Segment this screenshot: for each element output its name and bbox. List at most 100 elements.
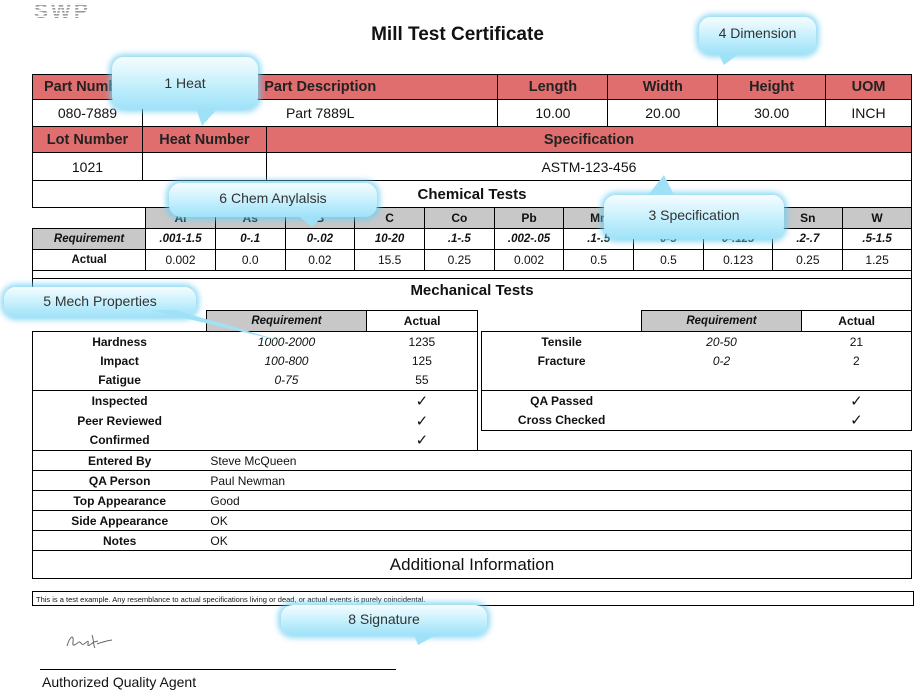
fatigue-requirement: 0-75 xyxy=(206,370,367,391)
requirement-c: 10-20 xyxy=(354,228,425,250)
specification-value: ASTM-123-456 xyxy=(265,152,913,181)
side-appearance-label: Side Appearance xyxy=(32,510,207,531)
mech-right-requirement-header: Requirement xyxy=(640,310,803,332)
signature-label: Authorized Quality Agent xyxy=(42,674,197,690)
callout-mech-tail xyxy=(150,310,290,350)
border-line xyxy=(911,302,912,310)
top-appearance-label: Top Appearance xyxy=(32,490,207,511)
callout-specification: 3 Specification xyxy=(604,195,784,239)
actual-co: 0.25 xyxy=(423,249,495,271)
notes-label: Notes xyxy=(32,530,207,551)
qa-person-label: QA Person xyxy=(32,470,207,491)
fatigue-actual: 55 xyxy=(366,370,478,391)
mechanical-tests-title: Mechanical Tests xyxy=(410,282,534,299)
callout-dimension: 4 Dimension xyxy=(699,17,816,54)
additional-information: Additional Information xyxy=(32,550,912,579)
fracture-actual: 2 xyxy=(801,351,912,371)
callout-dimension-text: 4 Dimension xyxy=(718,25,797,41)
tensile-requirement: 20-50 xyxy=(641,331,802,352)
peer-reviewed-label: Peer Reviewed xyxy=(32,410,207,431)
blank-cell xyxy=(206,430,367,451)
callout-spec-tail xyxy=(646,173,676,202)
callout-heat: 1 Heat xyxy=(112,57,258,109)
entered-by-value: Steve McQueen xyxy=(206,450,913,471)
top-appearance-value: Good xyxy=(206,490,913,511)
blank-cell xyxy=(481,310,642,332)
notes-value: OK xyxy=(206,530,913,551)
requirement-al: .001-1.5 xyxy=(145,228,216,250)
length-header: Length xyxy=(497,74,609,100)
callout-chem: 6 Chem Anylalsis xyxy=(169,183,377,217)
cross-checked-check-icon: ✓ xyxy=(801,410,912,431)
callout-dimension-tail xyxy=(718,53,748,72)
tensile-label: Tensile xyxy=(481,331,642,352)
peer-reviewed-check-icon: ✓ xyxy=(366,410,478,431)
element-header-w: W xyxy=(842,207,912,229)
callout-mech-text: 5 Mech Properties xyxy=(43,293,157,309)
actual-c: 15.5 xyxy=(354,249,425,271)
height-header: Height xyxy=(717,74,827,100)
requirement-pb: .002-.05 xyxy=(493,228,565,250)
blank-cell xyxy=(641,390,802,411)
info-table: Entered By Steve McQueen QA Person Paul … xyxy=(32,450,913,579)
requirement-label: Requirement xyxy=(31,228,147,250)
qa-passed-label: QA Passed xyxy=(481,390,642,411)
element-header-sn: Sn xyxy=(772,207,844,229)
fracture-label: Fracture xyxy=(481,351,642,371)
entered-by-label: Entered By xyxy=(32,450,207,471)
svg-text:SWP: SWP xyxy=(34,2,91,20)
signature-icon xyxy=(64,630,114,652)
mech-left-table: Requirement Actual Hardness 1000-2000 12… xyxy=(32,310,478,451)
requirement-sn: .2-.7 xyxy=(772,228,844,250)
hardness-requirement: 1000-2000 xyxy=(206,331,367,352)
heat-number-header: Heat Number xyxy=(141,126,267,153)
fatigue-label: Fatigue xyxy=(32,370,207,391)
callout-chem-tail xyxy=(300,216,330,234)
actual-sn: 0.25 xyxy=(772,249,844,271)
impact-label: Impact xyxy=(32,351,207,371)
tensile-actual: 21 xyxy=(801,331,912,352)
width-header: Width xyxy=(607,74,719,100)
uom-header: UOM xyxy=(825,74,912,100)
actual-b: 0.02 xyxy=(284,249,356,271)
lot-number-value: 1021 xyxy=(32,152,143,181)
mech-left-actual-header: Actual xyxy=(366,310,478,332)
element-header-pb: Pb xyxy=(493,207,565,229)
actual-al: 0.002 xyxy=(145,249,216,271)
height-value: 30.00 xyxy=(717,99,827,127)
disclaimer-text: This is a test example. Any resemblance … xyxy=(32,591,914,606)
actual-mn: 0.5 xyxy=(563,249,635,271)
callout-signature: 8 Signature xyxy=(281,605,487,635)
spacer xyxy=(32,270,912,279)
actual-pb: 0.002 xyxy=(493,249,565,271)
callout-signature-text: 8 Signature xyxy=(348,611,420,627)
confirmed-label: Confirmed xyxy=(32,430,207,451)
confirmed-check-icon: ✓ xyxy=(366,430,478,451)
company-logo: SWP xyxy=(34,0,126,23)
requirement-as: 0-.1 xyxy=(214,228,286,250)
callout-spec-text: 3 Specification xyxy=(648,207,740,223)
mech-right-actual-header: Actual xyxy=(801,310,912,332)
blank-cell xyxy=(206,390,367,411)
callout-chem-text: 6 Chem Anylalsis xyxy=(219,190,327,206)
inspected-check-icon: ✓ xyxy=(366,390,478,411)
impact-requirement: 100-800 xyxy=(264,354,309,368)
lot-number-header: Lot Number xyxy=(32,126,143,153)
actual-ni: 0.5 xyxy=(633,249,704,271)
blank-cell xyxy=(481,430,912,451)
blank-cell xyxy=(32,207,147,229)
blank-cell xyxy=(206,411,367,431)
blank-cell xyxy=(481,370,912,391)
blank-cell xyxy=(641,410,802,431)
hardness-actual: 1235 xyxy=(366,331,478,352)
actual-label: Actual xyxy=(31,249,147,271)
width-value: 20.00 xyxy=(607,99,719,127)
fracture-requirement: 0-2 xyxy=(712,354,731,368)
actual-p: 0.123 xyxy=(702,249,774,271)
actual-w: 1.25 xyxy=(842,249,912,271)
signature-line xyxy=(40,669,396,670)
callout-heat-tail xyxy=(196,108,226,133)
cross-checked-label: Cross Checked xyxy=(481,410,642,431)
element-header-co: Co xyxy=(423,207,495,229)
